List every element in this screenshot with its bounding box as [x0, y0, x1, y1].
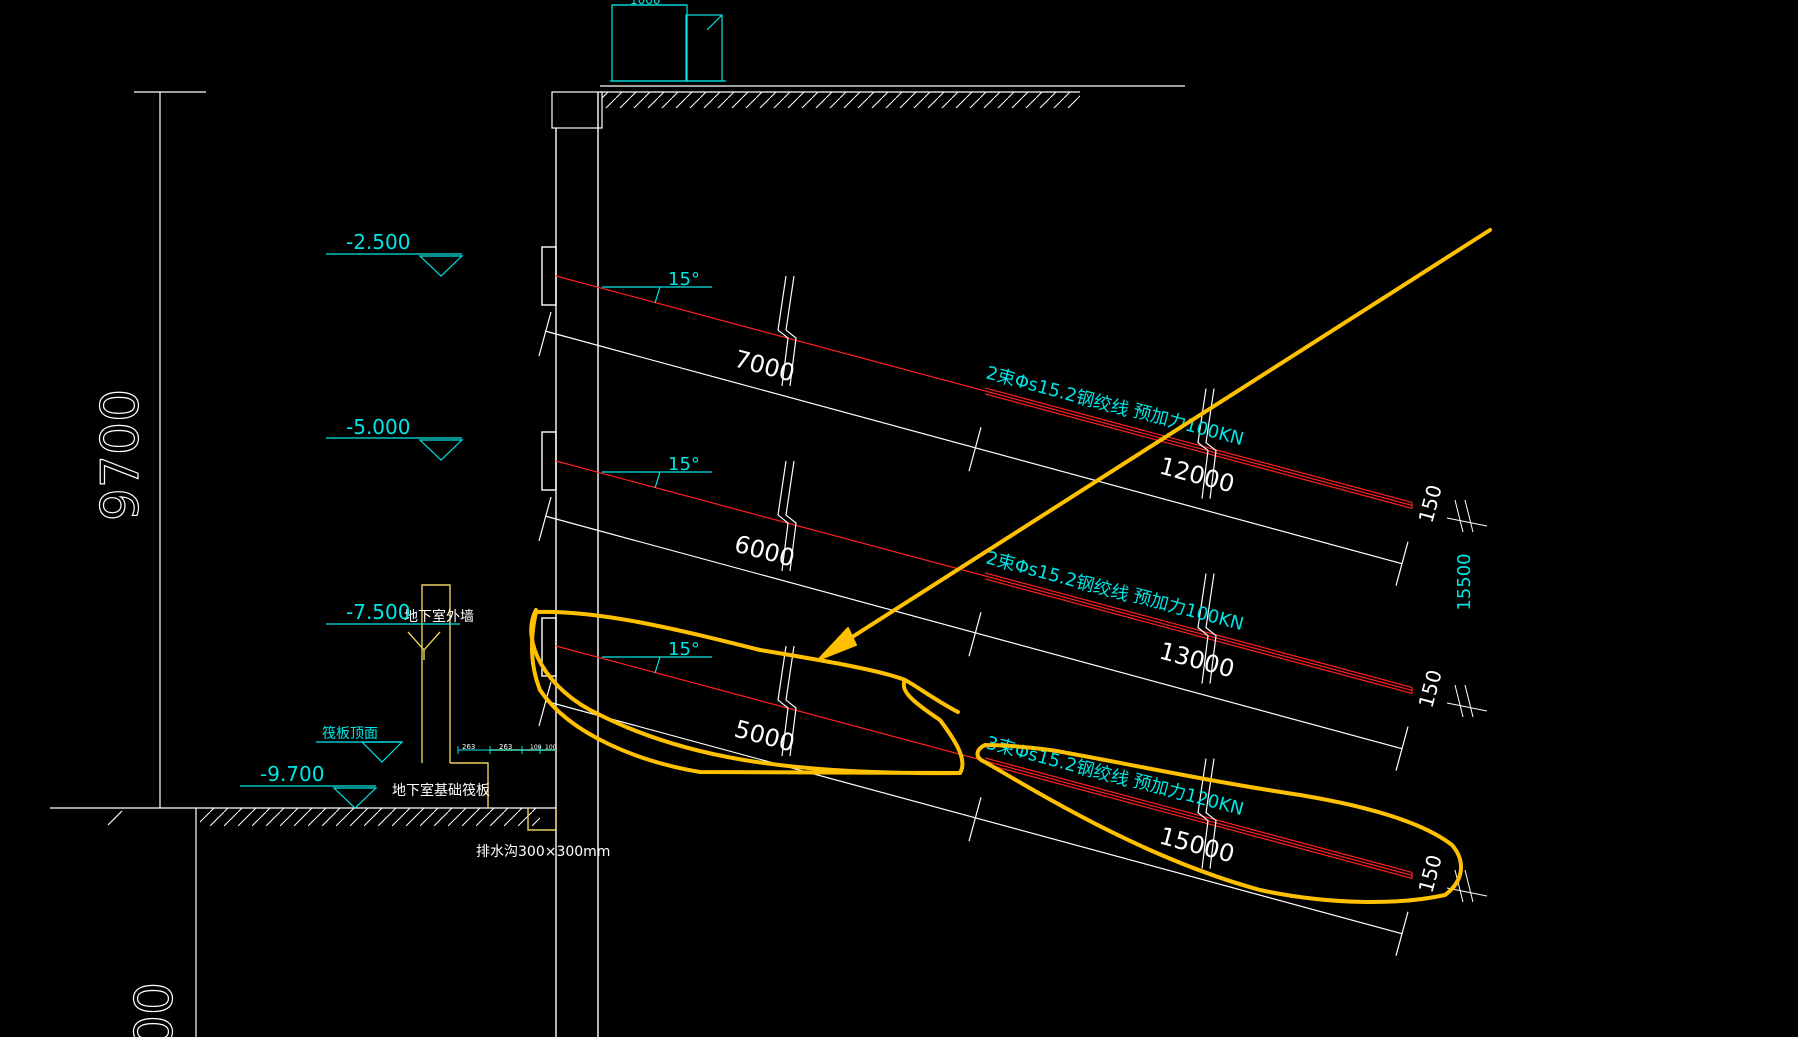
anchor-end-dim-1: 150 — [1414, 482, 1447, 525]
anchor-dim-tick-1-2 — [968, 427, 982, 472]
anchor-end-tick-a-3 — [1454, 869, 1464, 903]
break-symbol-icon-bond-3 — [1197, 758, 1209, 869]
anchor-dim-tick-3-1 — [538, 681, 552, 727]
break-symbol-icon-free-1-b — [785, 275, 797, 387]
anchor-dim-tick-2-2 — [968, 612, 982, 657]
top-dim: 1000 — [630, 0, 661, 7]
anchor-tendon-1 — [555, 275, 1413, 506]
basement-wall-label: 地下室外墙 — [404, 608, 474, 625]
elevation-marker-1: -2.500 — [326, 230, 464, 277]
anchor-dim-tick-3-2 — [968, 797, 982, 842]
retaining-wall — [541, 92, 599, 1037]
elevation-marker-icon — [316, 741, 404, 763]
anchor-free-length-3: 5000 — [731, 715, 797, 758]
break-symbol-icon-free-2 — [777, 460, 789, 572]
raft-top-label: 筏板顶面 — [322, 725, 378, 742]
total-height-dim: 9700 — [91, 389, 151, 521]
break-symbol-icon-free-2-b — [785, 460, 797, 572]
anchor-free-length-1: 7000 — [731, 345, 797, 388]
highlight-loop-bond-section — [975, 743, 1464, 904]
elevation-label-4: -9.700 — [260, 762, 324, 786]
anchor-angle-2: 15° — [668, 454, 700, 475]
angle-arc-1 — [654, 286, 661, 304]
anchor-end-tick-a-1 — [1454, 499, 1464, 533]
basement-raft-label: 地下室基础筏板 — [392, 782, 490, 799]
small-dim-2: 263 — [499, 743, 512, 751]
small-dim-1: 263 — [462, 743, 475, 751]
anchor-end-dim-3: 150 — [1414, 852, 1447, 895]
anchor-end-tick-b-2 — [1464, 684, 1474, 718]
angle-arc-3 — [654, 656, 661, 674]
break-symbol-icon-free-1 — [777, 275, 789, 387]
anchor-dim-tick-1-1 — [538, 311, 552, 357]
anchor-dim-tick-2-1 — [538, 496, 552, 542]
highlight-arrow-icon — [822, 228, 1492, 657]
anchor-tendon-label-1: 2束Φs15.2钢绞线 — [984, 363, 1132, 421]
anchor-bond-bottom-2 — [984, 578, 1413, 694]
anchor-tendon-label-2: 2束Φs15.2钢绞线 — [984, 548, 1132, 606]
anchor-end-tick-b-1 — [1464, 499, 1474, 533]
elevation-marker-3: -7.500 — [326, 600, 460, 625]
elevation-marker-2: -5.000 — [326, 415, 464, 461]
break-symbol-icon-bond-1-b — [1205, 388, 1217, 499]
anchor-dim-tick-2-3 — [1395, 726, 1409, 771]
anchor-dim-tick-3-3 — [1395, 911, 1409, 956]
elevation-label-3: -7.500 — [346, 600, 410, 624]
anchor-dim-line-2 — [544, 515, 1403, 750]
break-symbol-icon-bond-2 — [1197, 573, 1209, 684]
break-symbol-icon-bond-3-b — [1205, 758, 1217, 869]
angle-arc-2 — [654, 471, 661, 489]
elevation-marker-icon — [326, 253, 464, 277]
anchor-bond-top-3 — [984, 757, 1413, 873]
top-structure — [610, 4, 726, 82]
bundle-spacing-dim: 15500 — [1454, 553, 1475, 610]
elevation-label-1: -2.500 — [346, 230, 410, 254]
raft-small-dims — [457, 746, 556, 754]
highlight-annotations — [529, 228, 1492, 904]
anchor-dim-tick-1-3 — [1395, 541, 1409, 586]
anchor-bond-bottom-1 — [984, 393, 1413, 509]
ground-hatch-top — [602, 92, 1080, 108]
dimension-line-9700 — [134, 91, 206, 1037]
anchor-bond-bottom-3 — [984, 763, 1413, 879]
break-symbol-icon-free-3 — [777, 645, 789, 757]
break-symbol-icon-free-3-b — [785, 645, 797, 757]
highlight-arrow-head — [817, 627, 857, 661]
small-dim-3: 100 — [530, 744, 542, 751]
anchor-bond-top-2 — [984, 572, 1413, 688]
anchor-dim-line-3 — [544, 700, 1403, 935]
anchor-end-line-2 — [1446, 702, 1488, 712]
anchor-dim-line-1 — [544, 330, 1403, 565]
anchor-free-length-2: 6000 — [731, 530, 797, 573]
basement-structure — [407, 584, 557, 831]
break-symbol-icon-bond-2-b — [1205, 573, 1217, 684]
anchor-end-tick-a-2 — [1454, 684, 1464, 718]
elevation-marker-4: -9.700 — [240, 762, 378, 809]
anchor-tendon-2 — [555, 460, 1413, 691]
bottom-ground-hatch — [200, 808, 540, 826]
elevation-label-2: -5.000 — [346, 415, 410, 439]
highlight-loop-free-section — [529, 608, 965, 776]
anchor-end-dim-2: 150 — [1414, 667, 1447, 710]
elevation-marker-icon — [326, 437, 464, 461]
elevation-marker-icon — [240, 785, 378, 809]
anchor-angle-1: 15° — [668, 269, 700, 290]
small-dim-4: 100 — [545, 744, 557, 751]
anchor-angle-3: 15° — [668, 639, 700, 660]
anchor-end-line-1 — [1446, 517, 1488, 527]
anchor-end-tick-b-3 — [1464, 869, 1474, 903]
anchor-bond-top-1 — [984, 387, 1413, 503]
anchor-rows: 15°7000120002束Φs15.2钢绞线预加力100KN15015°600… — [538, 269, 1488, 956]
drain-ditch-label: 排水沟300×300mm — [476, 844, 610, 860]
bottom-partial-dim: 00 — [125, 982, 185, 1037]
